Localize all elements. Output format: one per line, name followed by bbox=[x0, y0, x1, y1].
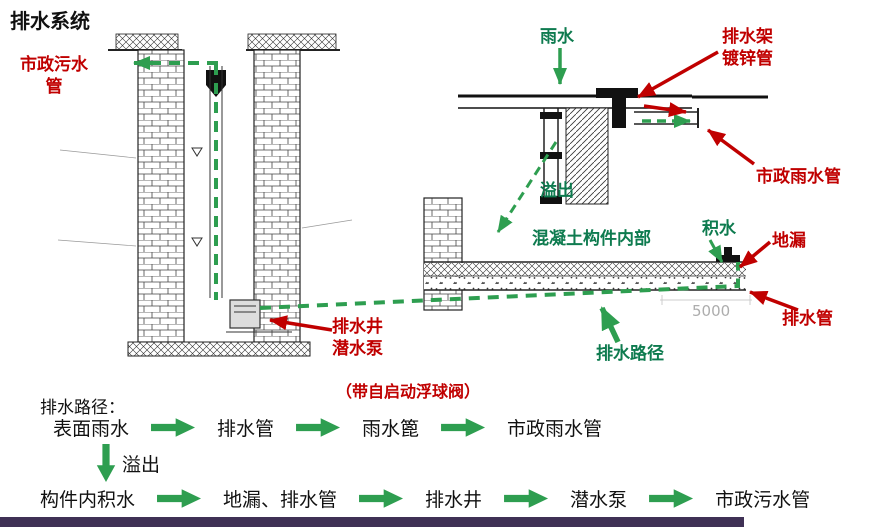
shaft-wall-right bbox=[253, 49, 301, 343]
label-municipal-rain-pipe: 市政雨水管 bbox=[756, 167, 841, 187]
label-submersible-pump: 潜水泵 bbox=[332, 339, 383, 360]
flow-arrow-right-icon bbox=[151, 418, 196, 437]
pipe-elbow bbox=[540, 196, 562, 204]
flow-arrow-right-icon bbox=[441, 418, 486, 437]
drop-pipe bbox=[209, 66, 223, 298]
shaft-base-slab bbox=[127, 341, 311, 357]
water-level-marks bbox=[191, 147, 203, 247]
label-dimension-5000: 5000 bbox=[692, 302, 731, 320]
sump-section-drawing bbox=[57, 33, 353, 357]
label-ponding: 积水 bbox=[702, 219, 736, 239]
flow-row-2: 构件内积水 地漏、排水管 排水井 潜水泵 市政污水管 bbox=[40, 485, 810, 512]
drain-well-arrow bbox=[269, 315, 333, 332]
pipe-collar-2 bbox=[540, 152, 562, 159]
flow-arrow-right-icon bbox=[296, 418, 341, 437]
flow-item-municipal-rain: 市政雨水管 bbox=[507, 418, 603, 440]
label-inside-concrete: 混凝土构件内部 bbox=[532, 229, 651, 249]
label-drain-well: 排水井 bbox=[332, 317, 383, 337]
flow-item-municipal-sewage: 市政污水管 bbox=[715, 489, 811, 511]
floor-drain-symbol bbox=[716, 255, 740, 262]
label-overflow: 溢出 bbox=[540, 181, 574, 201]
flow-item-floordrain-pipe: 地漏、排水管 bbox=[223, 489, 338, 511]
label-galvanized-pipe: 镀锌管 bbox=[722, 49, 773, 70]
flow-arrow-right-icon bbox=[157, 489, 202, 508]
red-arrows bbox=[269, 50, 799, 332]
flow-item-component-water: 构件内积水 bbox=[40, 489, 136, 511]
label-drain-rack: 排水架 bbox=[722, 27, 773, 47]
label-municipal-sewage-pipe: 市政污水管 bbox=[20, 55, 88, 98]
submersible-pump-symbol bbox=[229, 299, 261, 329]
hatched-column bbox=[565, 107, 609, 205]
floor-drain-arrow bbox=[738, 240, 772, 269]
drain-pipe-arrow bbox=[749, 290, 799, 312]
drain-rack-arrow bbox=[637, 50, 719, 99]
roof-drain-stem bbox=[612, 98, 626, 128]
municipal-rain-arrow bbox=[706, 128, 756, 166]
flow-heading: 排水路径： bbox=[40, 398, 125, 418]
label-float-valve-note: （带自启动浮球阀） bbox=[336, 382, 481, 401]
inlet-fitting bbox=[206, 70, 226, 85]
ponding-arrow bbox=[708, 239, 724, 263]
label-rain-water: 雨水 bbox=[540, 27, 574, 47]
pump-detail-lines bbox=[226, 305, 292, 333]
green-arrows bbox=[553, 48, 724, 344]
label-drain-rack-group: 排水架 镀锌管 bbox=[722, 26, 773, 70]
floor-concrete-band bbox=[424, 277, 746, 290]
bottom-accent-bar bbox=[0, 517, 744, 527]
drainage-path-arrow bbox=[599, 306, 621, 344]
flow-arrow-right-icon bbox=[649, 489, 694, 508]
label-drainage-path: 排水路径 bbox=[596, 344, 664, 364]
ground-hatch-left bbox=[115, 33, 179, 51]
roof-floor-section-drawing bbox=[423, 88, 768, 311]
shaft-wall-left bbox=[137, 49, 185, 343]
roof-drain-fitting bbox=[596, 88, 638, 98]
path-overflow-dashed bbox=[496, 141, 558, 233]
label-floor-drain: 地漏 bbox=[772, 231, 806, 251]
ground-hatch-right bbox=[247, 33, 337, 51]
floor-brick-wall bbox=[423, 197, 463, 311]
leader-lines bbox=[57, 149, 353, 247]
label-drain-pipe: 排水管 bbox=[782, 309, 833, 329]
pipe-collar-1 bbox=[540, 112, 562, 119]
rain-pipe-out-arrow bbox=[643, 102, 687, 118]
flow-overflow-label: 溢出 bbox=[122, 454, 161, 476]
flow-row-1: 表面雨水 排水管 雨水篦 市政雨水管 bbox=[53, 414, 602, 441]
label-drain-well-group: 排水井 潜水泵 bbox=[332, 316, 383, 360]
flow-item-rain-grate: 雨水篦 bbox=[362, 418, 420, 440]
flow-item-submersible-pump: 潜水泵 bbox=[570, 489, 628, 511]
flow-item-drain-pipe: 排水管 bbox=[217, 418, 275, 440]
path-horizontal-main bbox=[259, 262, 740, 310]
flow-arrow-right-icon bbox=[359, 489, 404, 508]
flow-item-drain-well: 排水井 bbox=[425, 489, 483, 511]
floor-drain-stem bbox=[724, 247, 732, 255]
flow-arrow-right-icon bbox=[504, 489, 549, 508]
flow-item-surface-rain: 表面雨水 bbox=[53, 418, 130, 440]
floor-screed-band bbox=[424, 263, 746, 276]
page-title: 排水系统 bbox=[10, 9, 90, 33]
drainage-path-lines bbox=[133, 56, 740, 310]
